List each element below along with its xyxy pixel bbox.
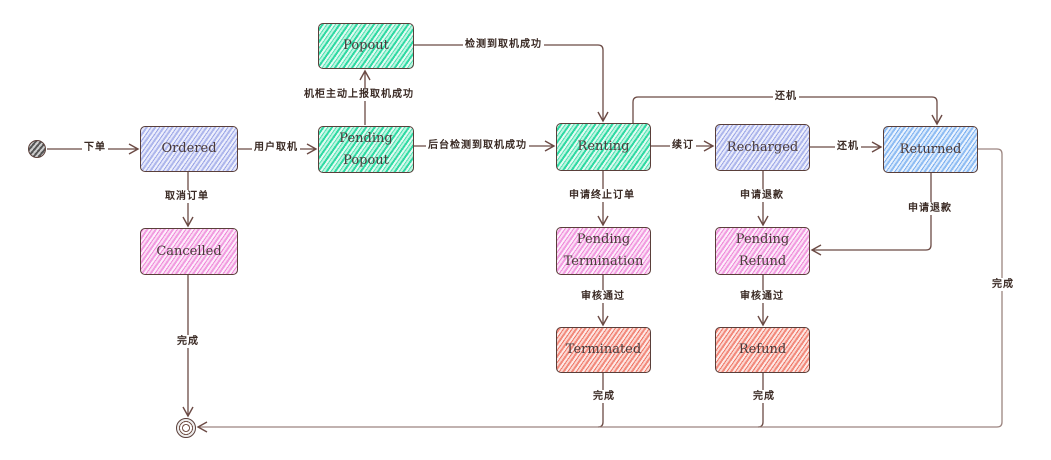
edge-label-ordered-pending-popout: 用户取机 [252, 141, 300, 154]
label-line-1: Pending [576, 232, 631, 247]
label-line-2: Popout [343, 152, 389, 168]
edge-label-recharged-pending-refund: 申请退款 [738, 189, 786, 202]
edge-label-pending-termination-terminated: 审核通过 [579, 290, 627, 303]
edge-label-renting-returned: 还机 [773, 90, 799, 103]
edge-label-pending-popout-renting: 后台检测到取机成功 [426, 139, 529, 152]
state-refund-label: Refund [738, 342, 787, 357]
state-refund[interactable]: Refund [715, 327, 810, 373]
edge-label-pending-popout-popout: 机柜主动上报取机成功 [302, 88, 416, 101]
edge-label-cancelled-end: 完成 [175, 335, 201, 348]
state-pending-termination[interactable]: Pending Termination [556, 227, 651, 275]
state-pending-refund-label: Pending Refund [736, 229, 789, 273]
edge-label-ordered-cancelled: 取消订单 [163, 190, 211, 203]
edge-label-terminated-end: 完成 [591, 390, 617, 403]
edge-returned-pending-refund [810, 173, 932, 256]
state-pending-refund[interactable]: Pending Refund [715, 227, 810, 275]
state-pending-termination-label: Pending Termination [564, 229, 644, 273]
state-popout[interactable]: Popout [318, 23, 414, 69]
state-returned[interactable]: Returned [883, 126, 978, 173]
label-line-1: Pending [339, 130, 393, 146]
state-returned-label: Returned [899, 141, 962, 157]
edge-label-renting-pending-termination: 申请终止订单 [567, 189, 637, 202]
state-renting-label: Renting [577, 139, 630, 154]
state-recharged[interactable]: Recharged [715, 124, 810, 171]
edge-label-returned-pending-refund: 申请退款 [906, 202, 954, 215]
state-ordered[interactable]: Ordered [140, 126, 238, 172]
state-popout-label: Popout [343, 38, 389, 53]
label-line-1: Pending [735, 232, 790, 247]
label-line-2: Refund [738, 254, 787, 269]
initial-state [28, 140, 46, 158]
label-line-2: Termination [563, 254, 644, 269]
state-terminated[interactable]: Terminated [556, 327, 651, 373]
edge-label-returned-end: 完成 [990, 278, 1016, 291]
final-state [176, 418, 196, 438]
state-renting[interactable]: Renting [556, 123, 651, 171]
edge-label-refund-end: 完成 [751, 390, 777, 403]
state-recharged-label: Recharged [726, 139, 799, 155]
edge-label-pending-refund-refund: 审核通过 [738, 290, 786, 303]
edge-label-popout-renting: 检测到取机成功 [463, 38, 544, 51]
state-ordered-label: Ordered [161, 141, 217, 156]
edge-label-start-ordered: 下单 [82, 141, 108, 154]
edge-label-recharged-returned: 还机 [835, 140, 861, 153]
edge-label-renting-recharged: 续订 [670, 139, 696, 152]
state-cancelled-label: Cancelled [156, 243, 222, 259]
state-cancelled[interactable]: Cancelled [140, 228, 238, 275]
state-pending-popout-label: Pending Popout [339, 128, 392, 172]
state-terminated-label: Terminated [565, 342, 642, 357]
edge-popout-renting [414, 44, 609, 123]
state-pending-popout[interactable]: Pending Popout [318, 126, 414, 173]
